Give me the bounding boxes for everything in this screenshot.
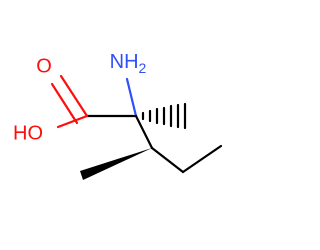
alpha-methyl-hashed-bond <box>141 102 187 130</box>
carbonyl-double-bond-line-1 <box>59 74 89 118</box>
carbonyl-double-bond-line-2 <box>50 82 79 125</box>
alpha-to-beta-bond <box>134 114 154 150</box>
amino-bond <box>125 77 138 118</box>
amino-label-subscript: 2 <box>139 60 147 76</box>
carbonyl-oxygen-label: O <box>36 55 52 77</box>
amino-label: NH2 <box>110 51 147 75</box>
ethyl-terminal-bond <box>181 144 223 174</box>
molecule-diagram: O HO NH2 <box>13 51 223 180</box>
beta-to-ethyl-bond <box>150 146 185 174</box>
hydroxyl-bond <box>56 114 89 129</box>
amino-label-main: NH <box>110 51 139 73</box>
hydroxyl-label: HO <box>13 122 43 144</box>
beta-methyl-wedge-bond <box>80 148 152 180</box>
structure-svg: O HO NH2 <box>13 51 223 180</box>
